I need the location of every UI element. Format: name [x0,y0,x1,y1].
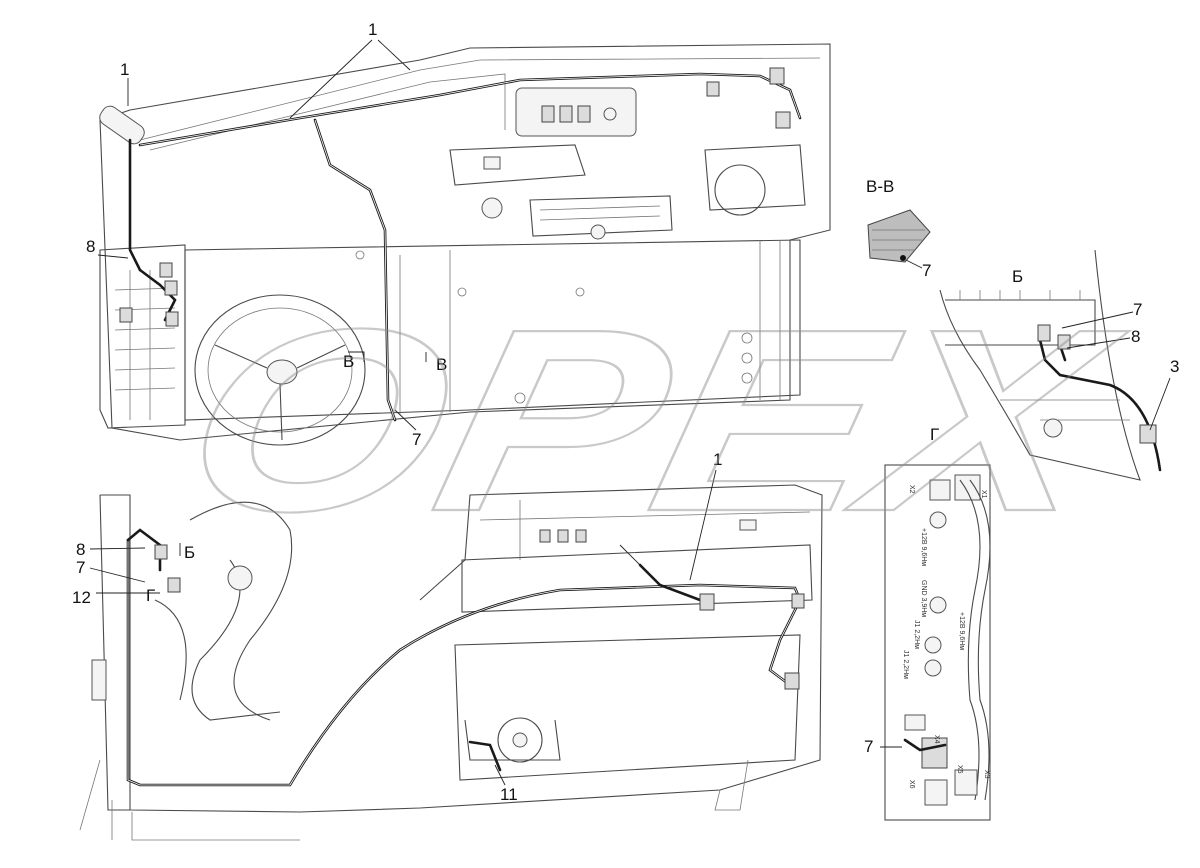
svg-text:J1 2,2Нм: J1 2,2Нм [913,620,920,649]
svg-text:GND 3,9Нм: GND 3,9Нм [920,580,927,617]
section-mark-g: Г [146,586,155,605]
view-vv: В-В 7 [866,177,931,280]
callout-8-bottom: 8 [76,540,85,559]
svg-text:X5: X5 [956,765,963,774]
top-callouts: 1 1 8 7 В В [86,20,447,449]
detail-g-text: X1 X2 +12В 9,6Нм GND 3,9Нм +12В 9,6Нм J1… [902,485,990,789]
opex-watermark: OPEX [163,275,1142,566]
section-mark-b: Б [184,543,195,562]
callout-8-b: 8 [1131,327,1140,346]
steering-wheel [194,294,366,446]
view-b: Б 7 8 3 [939,249,1179,481]
svg-text:J1 2,2Нм: J1 2,2Нм [902,650,909,679]
relay-board [884,464,991,821]
callout-12-bottom: 12 [72,588,91,607]
callout-7-bottom: 7 [76,558,85,577]
bottom-callouts: 1 8 7 12 11 Б Г [72,450,722,804]
bottom-wiring-harness [126,528,805,787]
callout-8-top: 8 [86,237,95,256]
view-g-title: Г [930,425,939,444]
callout-1-top-left: 1 [120,60,129,79]
section-mark-v-left: В [343,352,354,371]
instrument-box [515,87,637,137]
svg-text:X4: X4 [933,735,940,744]
bottom-view-cab-side [79,484,823,841]
callout-11-bottom: 11 [500,785,518,804]
svg-text:X3: X3 [983,770,990,779]
callout-3-b: 3 [1170,357,1179,376]
view-g: Г X1 X2 +12В 9,6Нм GND 3,9Нм +12В 9,6Нм … [864,425,991,821]
svg-text:X6: X6 [908,780,915,789]
svg-text:X2: X2 [908,485,915,494]
callout-1-bottom: 1 [713,450,722,469]
callout-7-vv: 7 [922,261,931,280]
svg-text:+12В 9,6Нм: +12В 9,6Нм [958,612,965,650]
view-b-title: Б [1012,267,1023,286]
view-vv-title: В-В [866,177,894,196]
svg-text:X1: X1 [980,490,987,499]
callout-7-top: 7 [412,430,421,449]
callout-7-b: 7 [1133,300,1142,319]
svg-text:+12В 9,6Нм: +12В 9,6Нм [920,528,927,566]
callout-7-g: 7 [864,737,873,756]
top-view-cab-panel [99,43,831,446]
top-wiring-harness [119,67,802,422]
section-mark-v-right: В [436,355,447,374]
callout-1-top-center: 1 [368,20,377,39]
